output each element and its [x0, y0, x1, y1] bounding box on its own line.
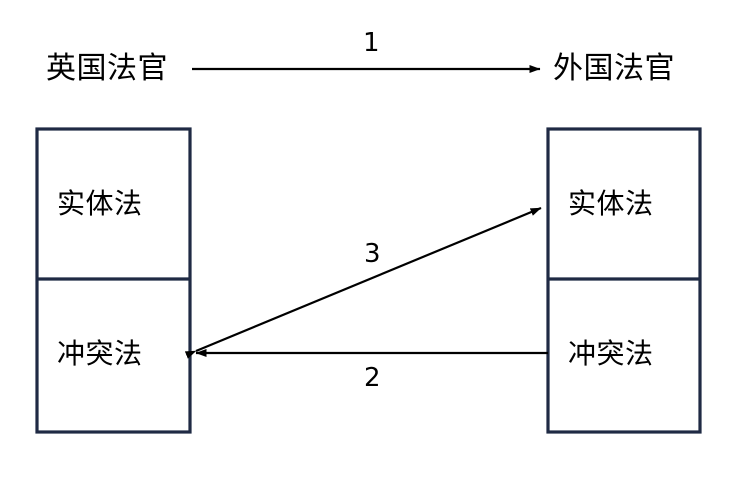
actor-label-target: 外国法官	[553, 51, 675, 86]
right-box-cell-conflict-law-label: 冲突法	[568, 337, 654, 370]
left-box	[35, 127, 192, 434]
edge-3-arrow	[184, 206, 542, 359]
edge-2-label: 2	[364, 363, 381, 393]
left-box-cell-conflict-law-label: 冲突法	[57, 337, 143, 370]
right-box	[546, 127, 702, 434]
right-box-cell-substantive-law-label: 实体法	[568, 187, 654, 220]
actor-label-source: 英国法官	[46, 51, 168, 86]
edge-3-label: 3	[364, 239, 381, 269]
edge-1-label: 1	[363, 28, 380, 58]
left-box-cell-substantive-law-label: 实体法	[57, 187, 143, 220]
